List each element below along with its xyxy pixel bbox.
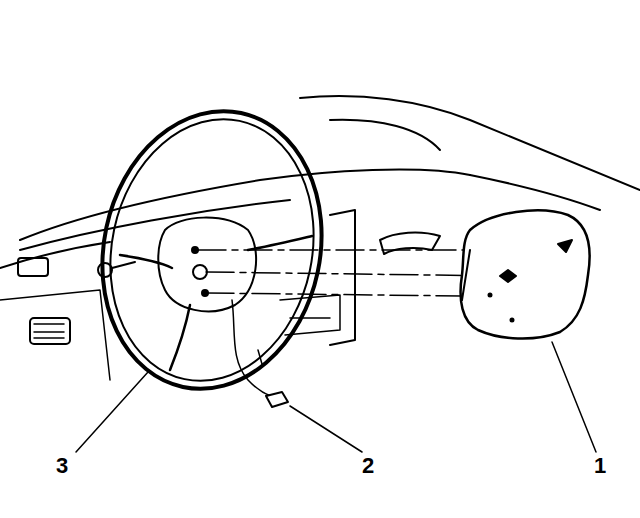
switch-panel bbox=[30, 318, 70, 344]
dash-left bbox=[0, 242, 110, 268]
switch-lines bbox=[34, 324, 64, 338]
spoke-right bbox=[248, 236, 312, 250]
airbag-wire bbox=[232, 300, 275, 398]
right-vent bbox=[380, 233, 440, 254]
leader-line bbox=[290, 406, 362, 452]
hub bbox=[158, 218, 256, 312]
module-fastener bbox=[500, 270, 516, 282]
hub-bolt bbox=[193, 265, 207, 279]
hub-hole bbox=[192, 247, 198, 253]
stalk bbox=[112, 262, 135, 268]
radio-slot bbox=[290, 317, 330, 319]
leader-line bbox=[552, 342, 596, 452]
dash-edge bbox=[20, 200, 290, 250]
defrost-line bbox=[330, 120, 440, 150]
alignment-lines bbox=[198, 250, 505, 296]
callout-number: 3 bbox=[56, 455, 68, 477]
column-detail bbox=[258, 350, 262, 364]
spoke-bottom bbox=[170, 305, 190, 370]
center-stack bbox=[330, 210, 355, 345]
lower-panel bbox=[0, 290, 110, 380]
module-dot bbox=[489, 294, 492, 297]
module-edge bbox=[462, 250, 470, 300]
callout-number: 2 bbox=[362, 455, 374, 477]
leader-line bbox=[76, 372, 148, 452]
vent bbox=[18, 258, 48, 276]
spoke-left bbox=[120, 255, 172, 268]
module-dot bbox=[511, 319, 514, 322]
airbag-module bbox=[461, 210, 590, 338]
module-emblem bbox=[558, 240, 572, 252]
callout-number: 1 bbox=[594, 455, 606, 477]
dash-right bbox=[470, 175, 600, 210]
wire-connector bbox=[266, 392, 288, 407]
